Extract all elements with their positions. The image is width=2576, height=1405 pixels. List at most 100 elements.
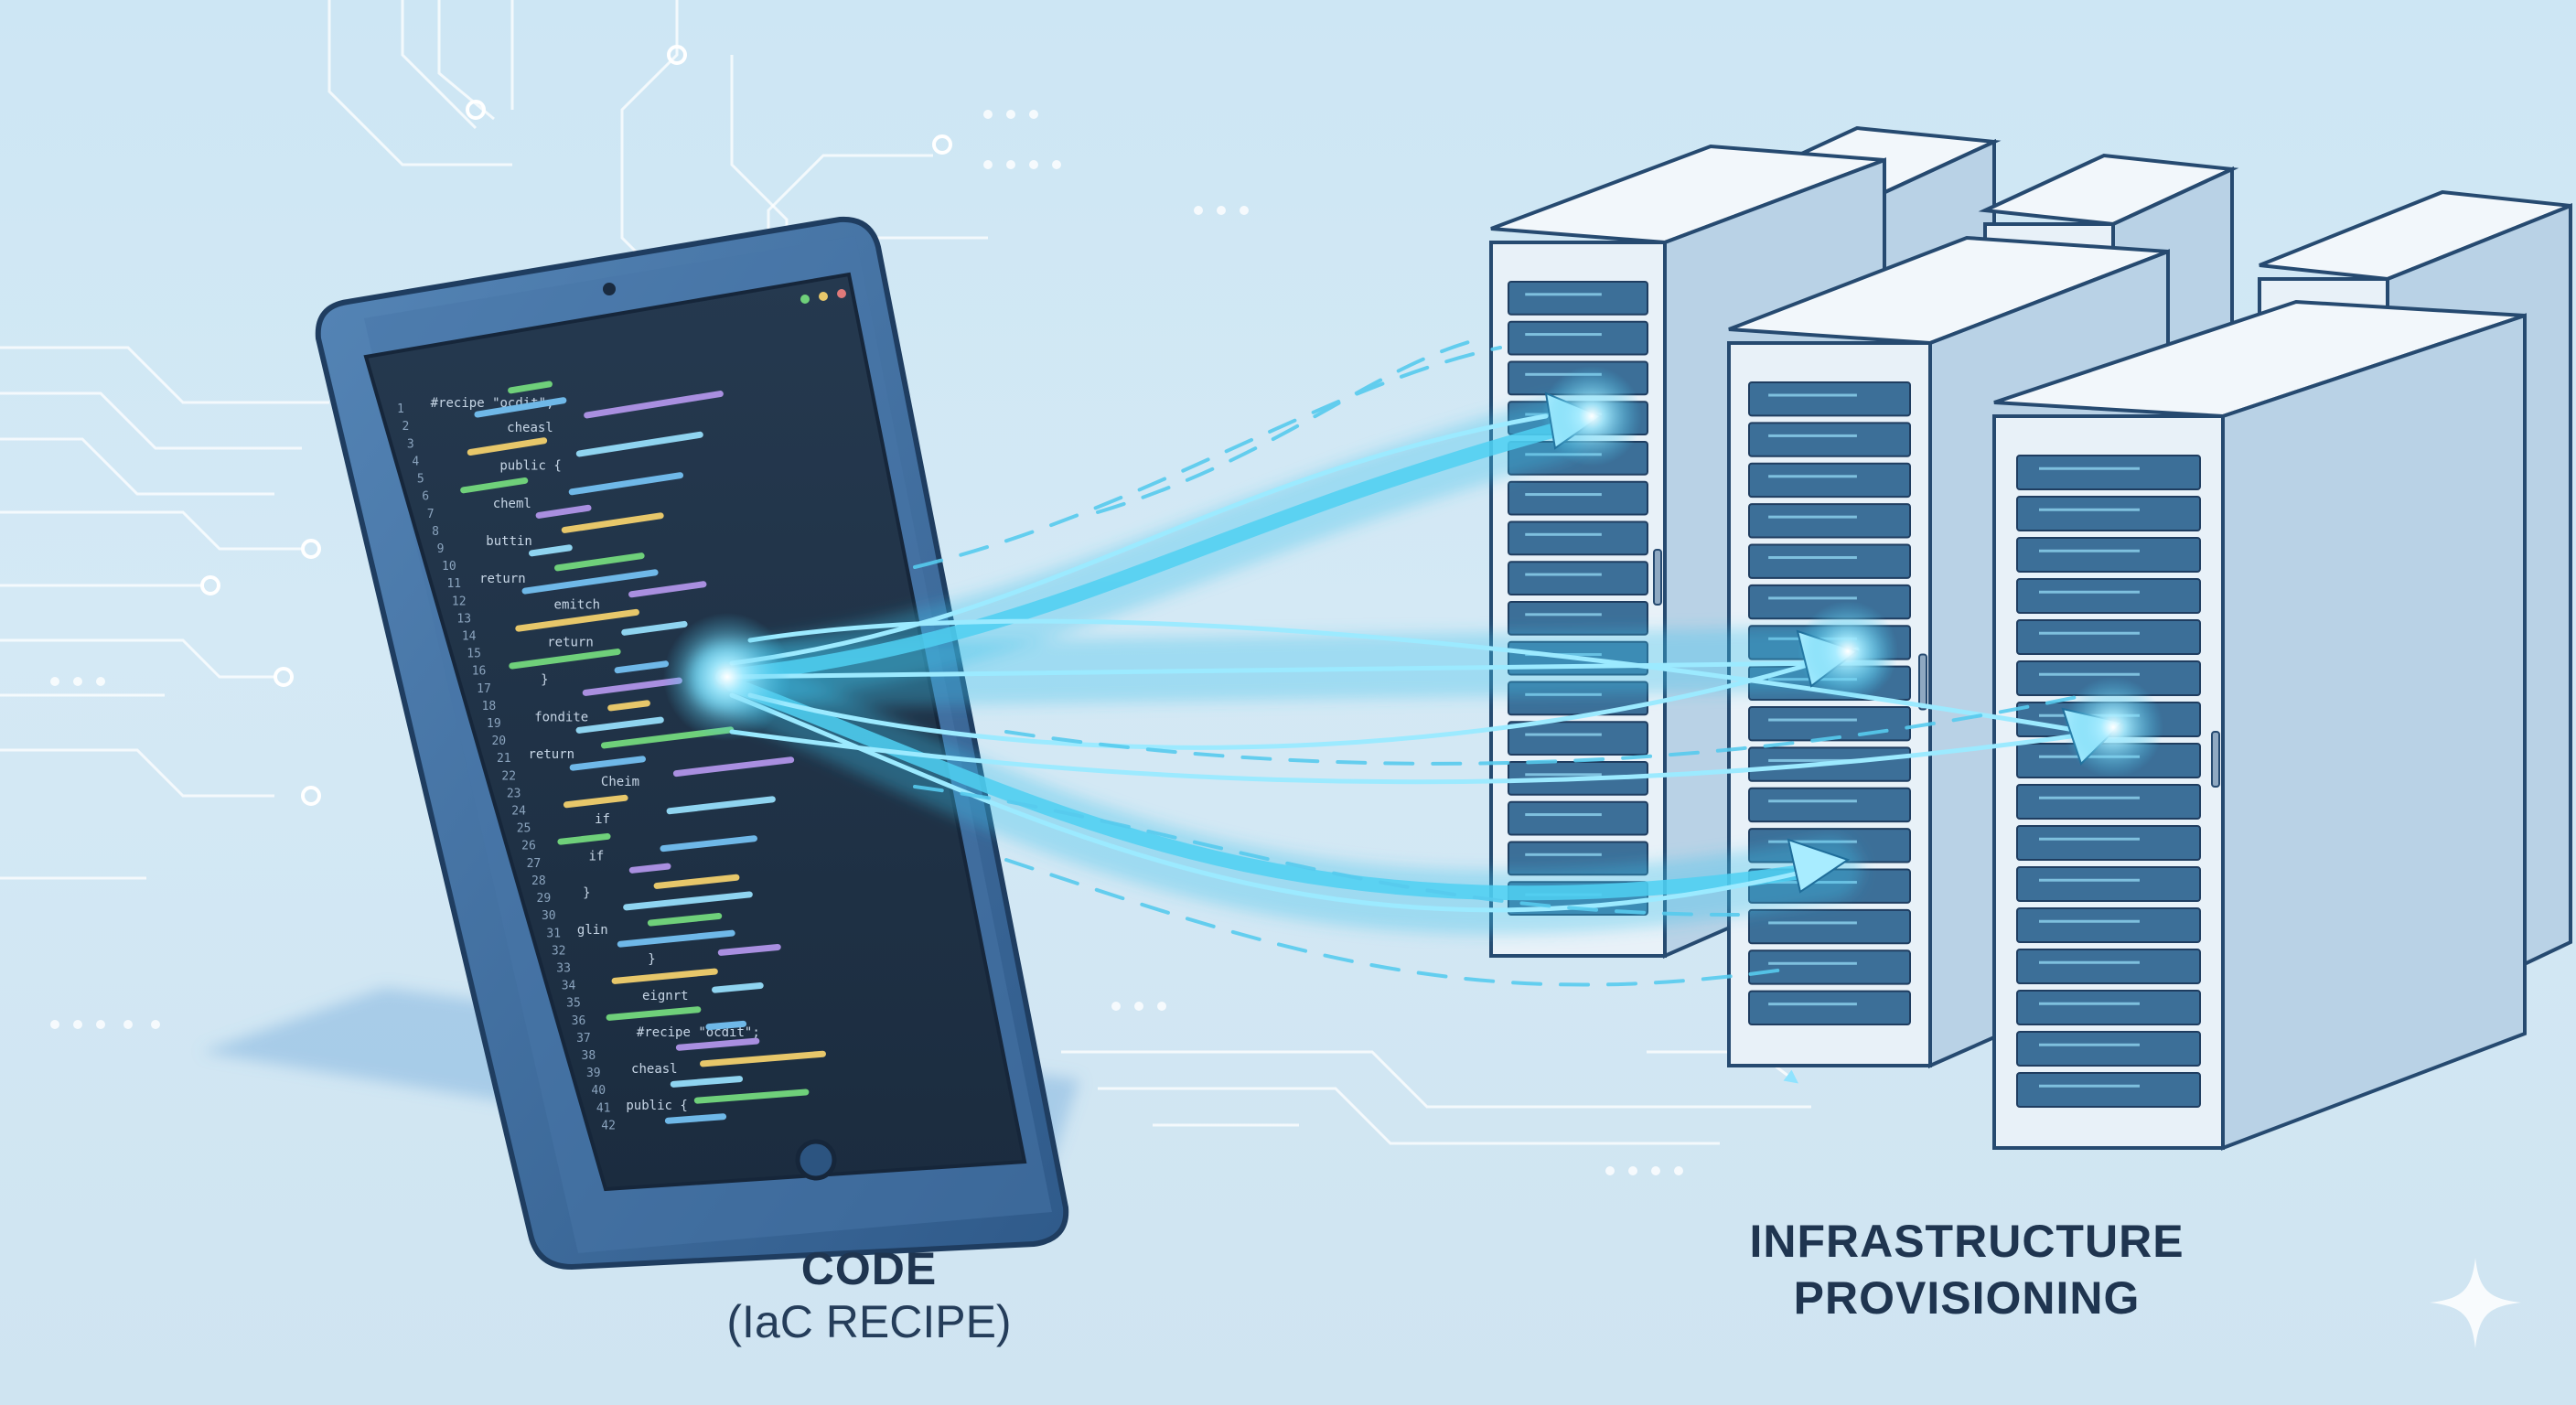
line-number: 3 bbox=[407, 437, 414, 451]
line-number: 26 bbox=[521, 840, 536, 853]
line-number: 29 bbox=[537, 892, 552, 906]
server-unit-led bbox=[2039, 1084, 2140, 1088]
server-unit bbox=[2016, 784, 2201, 820]
line-number: 39 bbox=[586, 1067, 601, 1080]
server-unit bbox=[1508, 520, 1648, 556]
code-bar bbox=[647, 913, 723, 927]
code-bar bbox=[535, 504, 592, 519]
server-unit bbox=[2016, 496, 2201, 531]
code-bar bbox=[672, 756, 795, 778]
line-number: 18 bbox=[482, 700, 497, 713]
server-unit bbox=[2016, 619, 2201, 655]
line-number: 13 bbox=[456, 612, 471, 626]
code-bar bbox=[653, 874, 740, 889]
code-bar bbox=[607, 700, 650, 712]
server-rack bbox=[1489, 144, 1886, 960]
code-keyword: fondite bbox=[534, 710, 588, 724]
server-unit bbox=[1748, 422, 1911, 457]
infra-caption: INFRASTRUCTURE PROVISIONING bbox=[1701, 1213, 2232, 1326]
line-number: 9 bbox=[437, 542, 445, 556]
infra-title-line1: INFRASTRUCTURE bbox=[1749, 1216, 2184, 1267]
server-unit bbox=[1508, 480, 1648, 516]
server-unit-led bbox=[1525, 613, 1602, 617]
server-unit bbox=[2016, 455, 2201, 490]
server-unit-led bbox=[2039, 672, 2140, 676]
dot-rows bbox=[50, 110, 1683, 1175]
code-bar bbox=[568, 472, 684, 496]
line-number: 17 bbox=[477, 682, 491, 696]
line-number: 5 bbox=[417, 473, 424, 487]
code-keyword: emitch bbox=[554, 598, 601, 613]
server-unit-led bbox=[1768, 475, 1857, 478]
server-unit-led bbox=[2039, 467, 2140, 470]
home-button-icon bbox=[795, 1139, 837, 1181]
server-unit-led bbox=[1525, 333, 1602, 337]
server-unit bbox=[1748, 462, 1911, 499]
server-unit bbox=[2016, 1031, 2201, 1067]
sparkle-icon bbox=[2430, 1258, 2521, 1348]
server-unit bbox=[2016, 866, 2201, 902]
camera-icon bbox=[603, 283, 616, 295]
line-number: 11 bbox=[446, 577, 461, 591]
code-bar bbox=[528, 544, 573, 557]
server-unit-led bbox=[1768, 799, 1857, 803]
server-unit bbox=[1748, 990, 1911, 1025]
code-keyword: Cheim bbox=[601, 775, 639, 789]
server-unit bbox=[2016, 949, 2201, 984]
server-unit-led bbox=[2039, 837, 2140, 841]
line-number: 33 bbox=[556, 961, 571, 975]
server-unit bbox=[1748, 706, 1911, 742]
line-number: 15 bbox=[467, 648, 481, 661]
server-unit-led bbox=[1525, 773, 1602, 777]
code-bar bbox=[508, 381, 553, 394]
server-unit bbox=[1508, 281, 1648, 316]
server-unit-led bbox=[2039, 919, 2140, 923]
server-unit-led bbox=[1525, 733, 1602, 736]
server-unit bbox=[1748, 503, 1911, 539]
code-bar bbox=[611, 968, 718, 984]
code-bar bbox=[705, 1020, 747, 1031]
server-unit-led bbox=[2039, 1002, 2140, 1005]
server-unit-led bbox=[1768, 921, 1857, 925]
code-bar bbox=[584, 391, 724, 419]
server-racks bbox=[1489, 125, 2572, 1151]
code-keyword: #recipe "ocdit"; bbox=[637, 1025, 760, 1040]
code-bar bbox=[575, 716, 664, 734]
data-flows bbox=[663, 337, 2163, 987]
server-unit bbox=[1508, 601, 1648, 636]
line-number: 23 bbox=[507, 787, 521, 800]
server-unit-led bbox=[1768, 556, 1857, 560]
server-unit bbox=[2016, 825, 2201, 861]
server-unit-led bbox=[1525, 573, 1602, 576]
server-unit bbox=[1508, 320, 1648, 356]
code-bar bbox=[460, 477, 529, 494]
code-bar bbox=[664, 1113, 727, 1124]
line-number: 36 bbox=[572, 1014, 586, 1028]
code-keyword: cheml bbox=[493, 497, 531, 511]
code-bar bbox=[515, 608, 639, 632]
server-unit bbox=[2016, 990, 2201, 1025]
server-unit-led bbox=[1768, 596, 1857, 600]
code-keyword: return bbox=[547, 636, 594, 650]
rack-handle bbox=[2211, 731, 2220, 788]
window-dots bbox=[800, 289, 846, 304]
code-subtitle: (IaC RECIPE) bbox=[726, 1296, 1012, 1347]
code-keyword: if bbox=[589, 849, 605, 863]
line-number: 22 bbox=[501, 769, 516, 783]
code-keyword: } bbox=[583, 886, 590, 901]
code-bar bbox=[628, 863, 671, 874]
server-unit-led bbox=[2039, 631, 2140, 635]
code-bar bbox=[670, 1076, 744, 1088]
server-unit bbox=[2016, 1072, 2201, 1108]
code-bar bbox=[606, 1006, 702, 1021]
server-unit-led bbox=[1768, 434, 1857, 437]
server-unit-led bbox=[1768, 718, 1857, 722]
server-unit-led bbox=[1525, 372, 1602, 376]
line-number: 38 bbox=[582, 1049, 596, 1063]
line-number: 8 bbox=[432, 525, 439, 539]
server-unit-led bbox=[1768, 1003, 1857, 1006]
code-bar bbox=[521, 569, 659, 595]
code-bar bbox=[617, 929, 735, 948]
